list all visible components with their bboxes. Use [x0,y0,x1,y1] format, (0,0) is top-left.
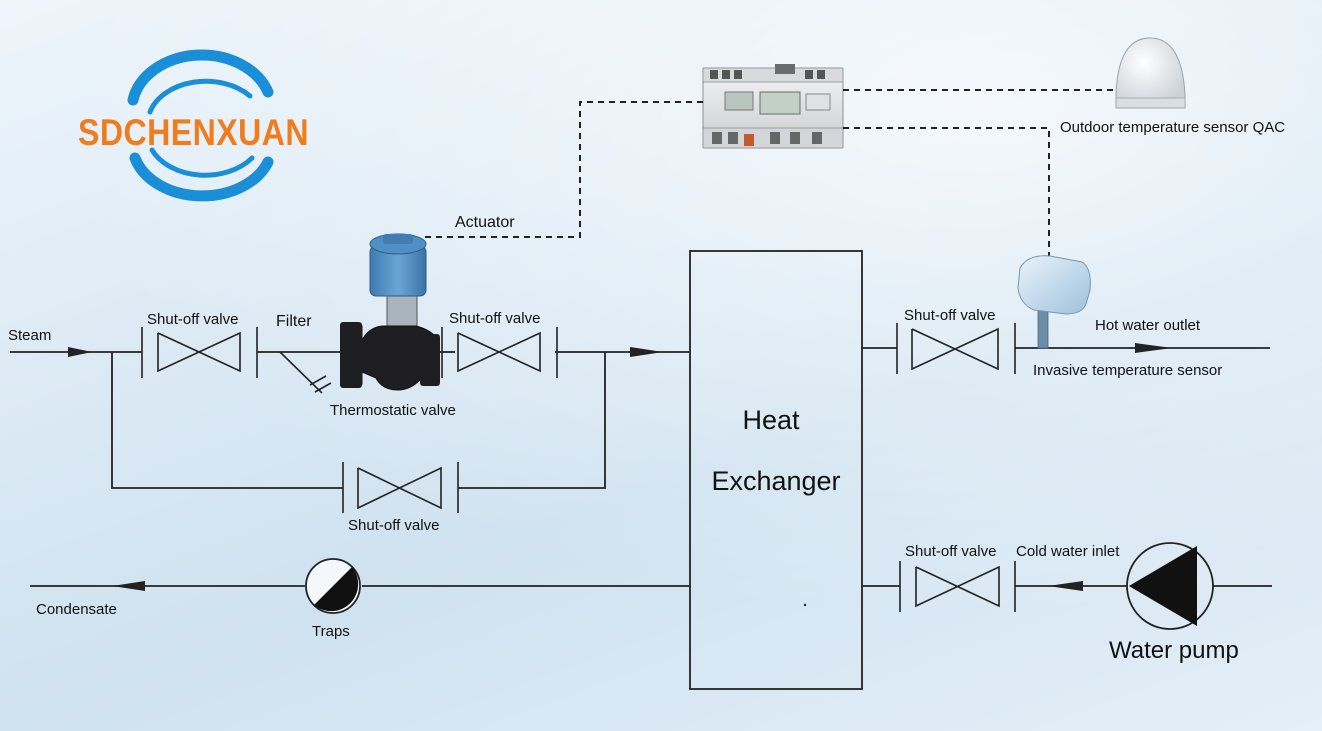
company-logo: SDCHENXUAN [78,49,309,202]
pipework [10,347,1272,587]
shutoff-valve-steam-2 [441,327,558,378]
invasive-sensor-wire [843,127,1050,258]
filter-symbol [279,351,332,394]
logo-lower-arc [129,152,274,202]
actuator-motor [369,233,427,297]
outlet-shutoff-valve-label: Shut-off valve [904,307,995,324]
valve-flange-left [340,322,362,388]
traps-label: Traps [312,623,350,640]
cold-water-arrow [1048,581,1083,591]
invasive-sensor-label: Invasive temperature sensor [1033,362,1222,379]
flow-arrows [68,343,1172,591]
heat-exchanger-label-line1: Heat [742,405,800,435]
hot-water-outlet-label: Hot water outlet [1095,317,1201,334]
condensate-label: Condensate [36,601,117,618]
valves [141,323,1016,612]
steam-label: Steam [8,327,51,344]
hot-water-arrow [1135,343,1172,353]
invasive-temperature-sensor [1017,255,1091,349]
steam-trap [305,558,361,614]
logo-upper-arc [127,49,274,106]
shutoff-valve-1-label: Shut-off valve [147,311,238,328]
water-pump-label: Water pump [1109,637,1239,664]
sensor-probe [1037,305,1049,349]
logo-text: SDCHENXUAN [78,112,309,153]
controller-unit [702,64,844,149]
shutoff-valve-bypass [342,462,459,513]
filter-label: Filter [276,313,312,330]
valve-flange-right [420,334,440,386]
actuator-label: Actuator [455,214,515,231]
controller-display [759,91,801,115]
steam-arrow [68,347,92,357]
outdoor-temperature-sensor [1115,37,1186,109]
logo-lower-arc-inner [149,147,255,178]
exchanger-inlet-arrow [630,347,663,357]
condensate-arrow [112,581,145,591]
inlet-shutoff-valve-label: Shut-off valve [905,543,996,560]
cold-water-inlet-label: Cold water inlet [1016,543,1120,560]
bypass-shutoff-valve-label: Shut-off valve [348,517,439,534]
heat-exchanger [689,250,863,690]
shutoff-valve-2-label: Shut-off valve [449,310,540,327]
actuator-signal-wire [420,101,703,238]
control-wires [420,89,1116,258]
thermostatic-valve-label: Thermostatic valve [330,402,456,419]
outdoor-sensor-label: Outdoor temperature sensor QAC [1060,119,1285,136]
water-pump [1126,542,1214,630]
shutoff-valve-outlet [896,323,1016,374]
thermostatic-valve [340,233,440,391]
shutoff-valve-inlet [899,561,1016,612]
logo-upper-arc-inner [147,78,253,115]
speck [803,603,807,607]
shutoff-valve-steam-1 [141,327,258,378]
heat-exchanger-label-line2: Exchanger [711,466,840,496]
